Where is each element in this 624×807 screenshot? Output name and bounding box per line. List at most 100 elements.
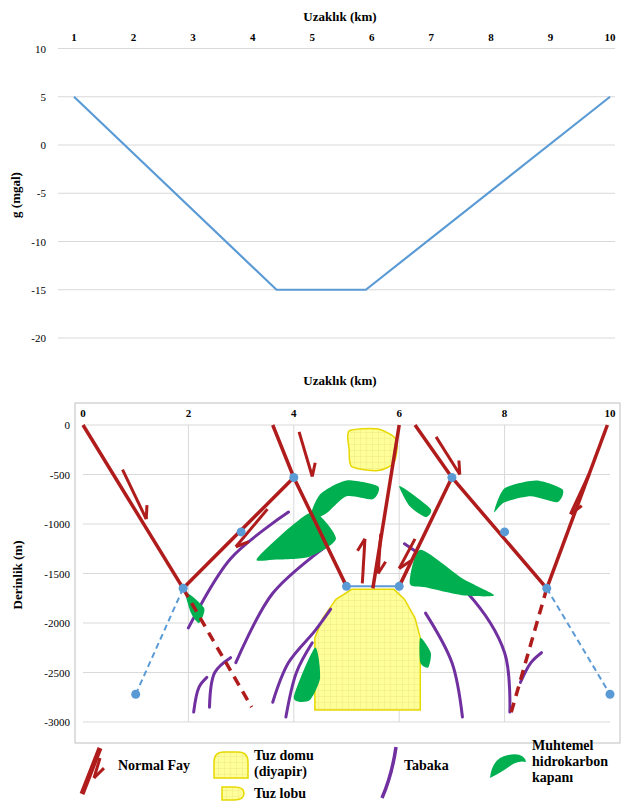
tick-label: 3 — [190, 31, 196, 43]
projection-line — [547, 588, 610, 694]
slip-arrow-barb — [145, 505, 149, 519]
cross-section — [75, 403, 620, 743]
tick-label: 6 — [396, 407, 402, 419]
tick-label: 0 — [41, 139, 47, 151]
tick-label: -10 — [31, 235, 46, 247]
fault-point — [289, 473, 298, 482]
axis-title: Uzaklık (km) — [303, 10, 376, 24]
tick-label: 10 — [605, 31, 616, 43]
grid-line — [83, 722, 610, 723]
stratum-line — [520, 653, 541, 683]
fault-point — [237, 527, 246, 536]
tick-label: 1 — [71, 31, 77, 43]
hydrocarbon-trap — [310, 480, 380, 519]
legend-swatch — [378, 745, 400, 800]
slip-arrow — [236, 509, 268, 547]
hydrocarbon-trap — [294, 648, 320, 702]
normal-fault — [399, 477, 452, 586]
hydrocarbon-trap — [419, 638, 431, 668]
stratum-line — [426, 613, 463, 717]
fault-point — [179, 584, 188, 593]
tick-label: -3000 — [44, 716, 70, 728]
legend-label: Normal Fay — [118, 758, 190, 774]
fault-point — [447, 473, 456, 482]
hydrocarbon-trap — [494, 480, 563, 512]
slip-arrow — [299, 432, 312, 477]
normal-fault — [83, 425, 183, 588]
fault-point — [606, 690, 615, 699]
tick-label: 8 — [502, 407, 508, 419]
tick-label: 10 — [35, 42, 46, 54]
gravity-curve — [74, 97, 610, 290]
grid-line — [83, 474, 610, 475]
salt-dome-symbol — [214, 752, 248, 778]
grid-line — [83, 573, 610, 574]
tick-label: 0 — [65, 419, 71, 431]
normal-fault — [547, 425, 608, 588]
tick-label: -15 — [31, 284, 46, 296]
tick-label: -2000 — [44, 617, 70, 629]
legend-label: Tuz lobu — [254, 786, 306, 802]
normal-fault — [510, 588, 547, 717]
tick-label: 6 — [369, 31, 375, 43]
slip-arrow-barb — [94, 768, 104, 778]
grid-line — [58, 338, 615, 339]
legend-swatch — [212, 750, 250, 780]
slip-arrow-barb — [236, 542, 249, 547]
slip-arrow-barb — [378, 562, 386, 574]
axis-title: Derinlik (m) — [11, 541, 25, 610]
stratum-line — [194, 677, 207, 712]
slip-arrow-barb — [358, 539, 365, 551]
slip-arrow — [570, 475, 588, 515]
legend-swatch — [488, 752, 528, 780]
projection-line — [136, 588, 183, 694]
tick-label: 7 — [429, 31, 435, 43]
slip-arrow — [123, 470, 147, 520]
normal-fault — [183, 588, 252, 707]
fault-point — [395, 582, 404, 591]
tick-label: -20 — [31, 332, 46, 344]
slip-arrow-barb — [312, 463, 315, 477]
tick-label: 2 — [131, 31, 137, 43]
grid-line — [58, 241, 615, 242]
tick-label: 5 — [41, 91, 47, 103]
tick-label: -1500 — [44, 567, 70, 579]
slip-arrow — [436, 437, 460, 475]
axis-title: g (mgal) — [9, 172, 23, 218]
fault-point — [342, 582, 351, 591]
axis-title: Uzaklık (km) — [303, 374, 376, 388]
tick-label: 9 — [548, 31, 554, 43]
legend-label: Tabaka — [404, 758, 449, 774]
tick-label: 8 — [488, 31, 494, 43]
plot-frame — [75, 403, 620, 743]
slip-arrow — [399, 539, 415, 569]
slip-arrow-barb — [457, 461, 461, 475]
tick-label: 0 — [80, 407, 86, 419]
stratum-symbol — [382, 747, 396, 798]
normal-fault — [373, 425, 399, 588]
legend-swatch — [220, 784, 246, 802]
legend-label: Tuz domu (diyapir) — [254, 748, 328, 780]
salt-dome — [315, 589, 420, 710]
tick-label: -5 — [37, 187, 46, 199]
grid-line — [58, 96, 615, 97]
trap-symbol — [490, 754, 526, 778]
tick-label: -2500 — [44, 666, 70, 678]
tick-label: -500 — [50, 468, 70, 480]
tick-label: 4 — [250, 31, 256, 43]
fault-point — [500, 527, 509, 536]
fault-symbol — [82, 748, 100, 794]
stratum-line — [273, 609, 331, 702]
normal-fault — [183, 477, 294, 588]
tick-label: 2 — [186, 407, 192, 419]
tick-label: 4 — [291, 407, 297, 419]
salt-lobe-symbol — [222, 787, 244, 800]
grid-line — [58, 145, 615, 146]
legend-label: Muhtemel hidrokarbon kapanı — [532, 738, 618, 786]
fault-point — [131, 690, 140, 699]
tick-label: 10 — [605, 407, 616, 419]
slip-arrow-barb — [570, 506, 581, 514]
grid-line — [58, 48, 615, 49]
tick-label: 5 — [309, 31, 315, 43]
